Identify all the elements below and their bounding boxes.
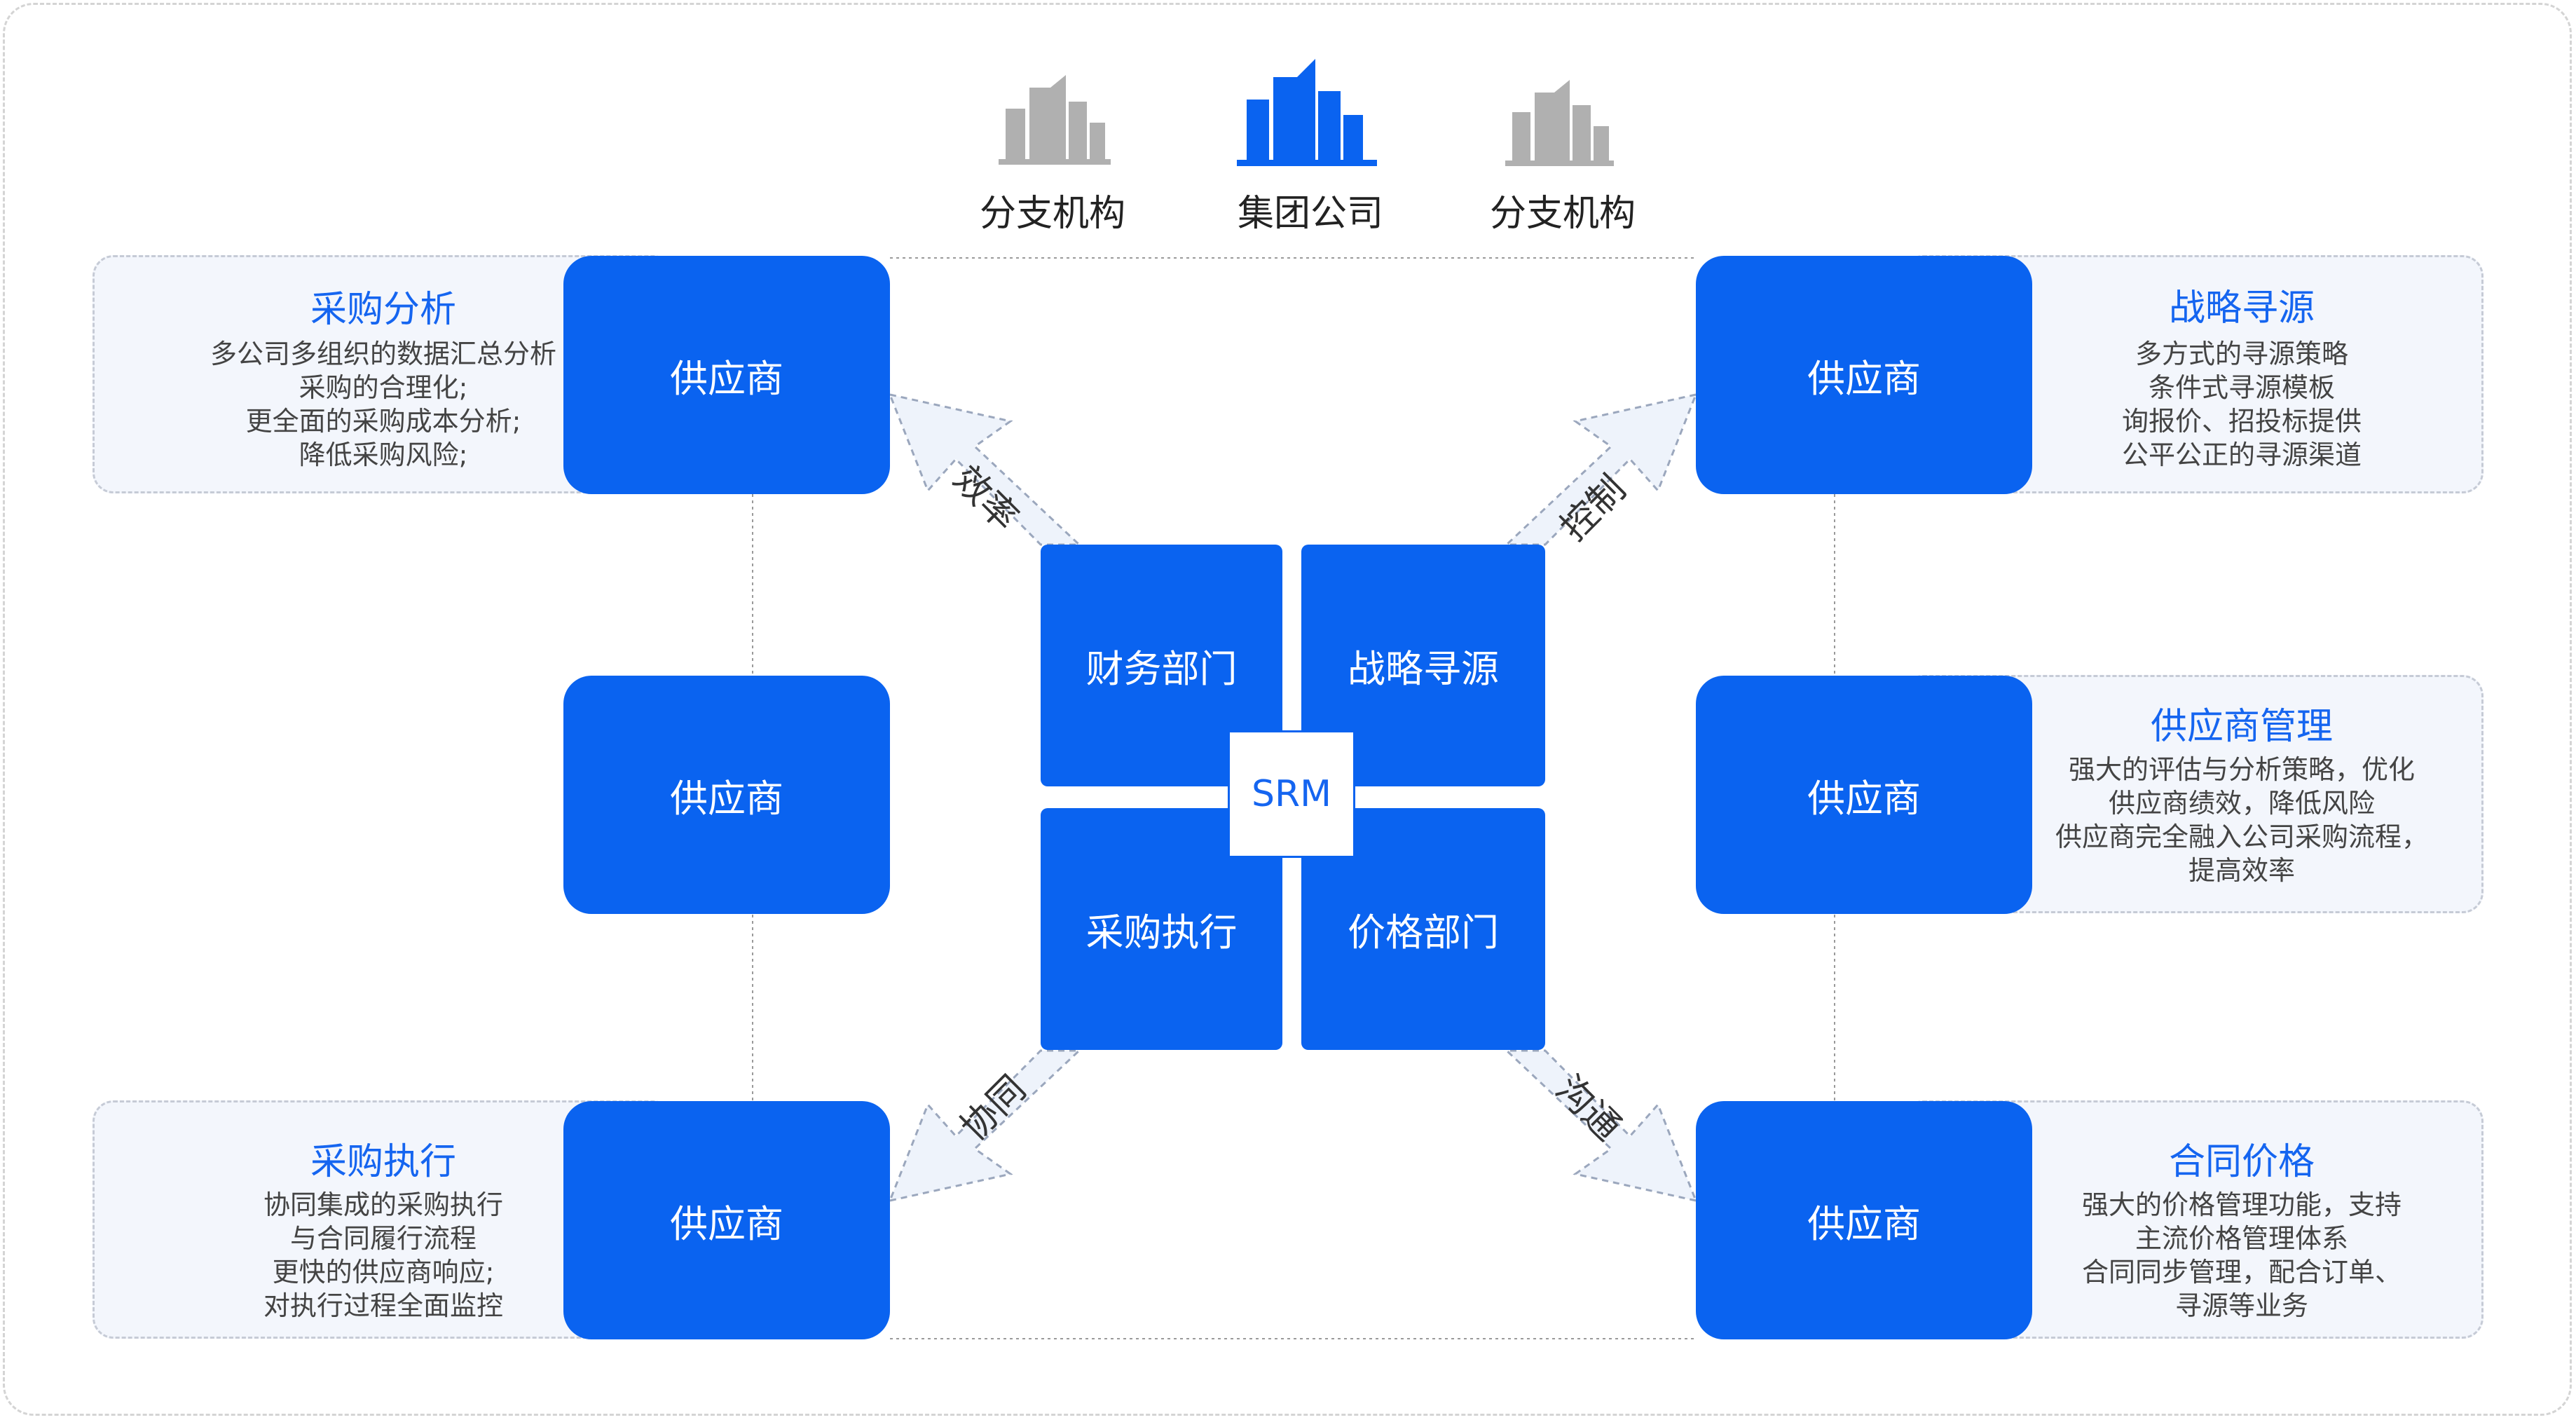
supplier-box-top-right: 供应商 [1696, 256, 2032, 494]
desc-line: 提高效率 [2188, 855, 2295, 886]
desc-line: 公平公正的寻源渠道 [2121, 439, 2362, 470]
panel-title: 合同价格 [2168, 1141, 2315, 1183]
panel-description: 强大的评估与分析策略，优化 供应商绩效，降低风险 供应商完全融入公司采购流程， … [2002, 753, 2481, 887]
panel-description: 多方式的寻源策略 条件式寻源模板 询报价、招投标提供 公平公正的寻源渠道 [2002, 337, 2481, 472]
panel-title: 采购执行 [310, 1141, 456, 1183]
desc-line: 多方式的寻源策略 [2135, 339, 2348, 369]
desc-line: 强大的价格管理功能，支持 [2081, 1189, 2402, 1220]
purchase-execution-tile: 采购执行 [1041, 808, 1282, 1050]
supplier-box-middle-right: 供应商 [1696, 676, 2032, 914]
desc-line: 供应商绩效，降低风险 [2108, 788, 2375, 819]
branch-label-right: 分支机构 [1489, 193, 1636, 235]
desc-line: 采购的合理化; [299, 372, 468, 403]
desc-line: 多公司多组织的数据汇总分析 [210, 339, 556, 369]
supplier-box-bottom-left: 供应商 [563, 1101, 890, 1339]
srm-core-box: SRM [1228, 730, 1355, 858]
tile-label: 战略寻源 [1348, 647, 1499, 691]
desc-line: 与合同履行流程 [289, 1223, 477, 1254]
group-label: 集团公司 [1237, 193, 1383, 235]
supplier-label: 供应商 [670, 356, 783, 401]
supplier-label: 供应商 [670, 776, 783, 821]
supplier-label: 供应商 [1807, 776, 1921, 821]
desc-line: 对执行过程全面监控 [263, 1290, 503, 1321]
branch-building-icon-right [1505, 80, 1614, 166]
supplier-box-bottom-right: 供应商 [1696, 1101, 2032, 1339]
desc-line: 询报价、招投标提供 [2121, 406, 2362, 437]
panel-description: 强大的价格管理功能，支持 主流价格管理体系 合同同步管理，配合订单、 寻源等业务 [2002, 1188, 2481, 1323]
desc-line: 协同集成的采购执行 [263, 1189, 503, 1220]
desc-line: 主流价格管理体系 [2135, 1223, 2348, 1254]
desc-line: 更快的供应商响应; [272, 1257, 495, 1288]
branch-label-left: 分支机构 [979, 193, 1125, 235]
supplier-label: 供应商 [1807, 356, 1921, 401]
panel-description: 多公司多组织的数据汇总分析 采购的合理化; 更全面的采购成本分析; 降低采购风险… [95, 337, 672, 472]
panel-description: 协同集成的采购执行 与合同履行流程 更快的供应商响应; 对执行过程全面监控 [95, 1188, 672, 1323]
desc-line: 更全面的采购成本分析; [245, 406, 521, 437]
desc-line: 合同同步管理，配合订单、 [2081, 1257, 2402, 1288]
supplier-box-middle-left: 供应商 [563, 676, 890, 914]
communication-arrow [1504, 1049, 1698, 1203]
tile-label: 价格部门 [1348, 910, 1499, 955]
tile-label: 财务部门 [1085, 647, 1238, 691]
branch-building-icon-left [999, 75, 1111, 165]
supplier-box-top-left: 供应商 [563, 256, 890, 494]
desc-line: 供应商完全融入公司采购流程， [2055, 821, 2428, 852]
panel-title: 战略寻源 [2168, 287, 2315, 329]
outer-frame [3, 3, 2572, 1416]
desc-line: 强大的评估与分析策略，优化 [2068, 754, 2415, 785]
panel-title: 供应商管理 [2150, 706, 2333, 748]
desc-line: 条件式寻源模板 [2148, 372, 2335, 403]
supplier-label: 供应商 [670, 1201, 783, 1246]
supplier-label: 供应商 [1807, 1201, 1921, 1246]
desc-line: 降低采购风险; [299, 439, 468, 470]
panel-title: 采购分析 [310, 289, 456, 331]
group-building-icon [1237, 59, 1377, 166]
desc-line: 寻源等业务 [2174, 1290, 2308, 1321]
collaboration-arrow [888, 1049, 1082, 1203]
tile-label: 采购执行 [1085, 910, 1238, 955]
